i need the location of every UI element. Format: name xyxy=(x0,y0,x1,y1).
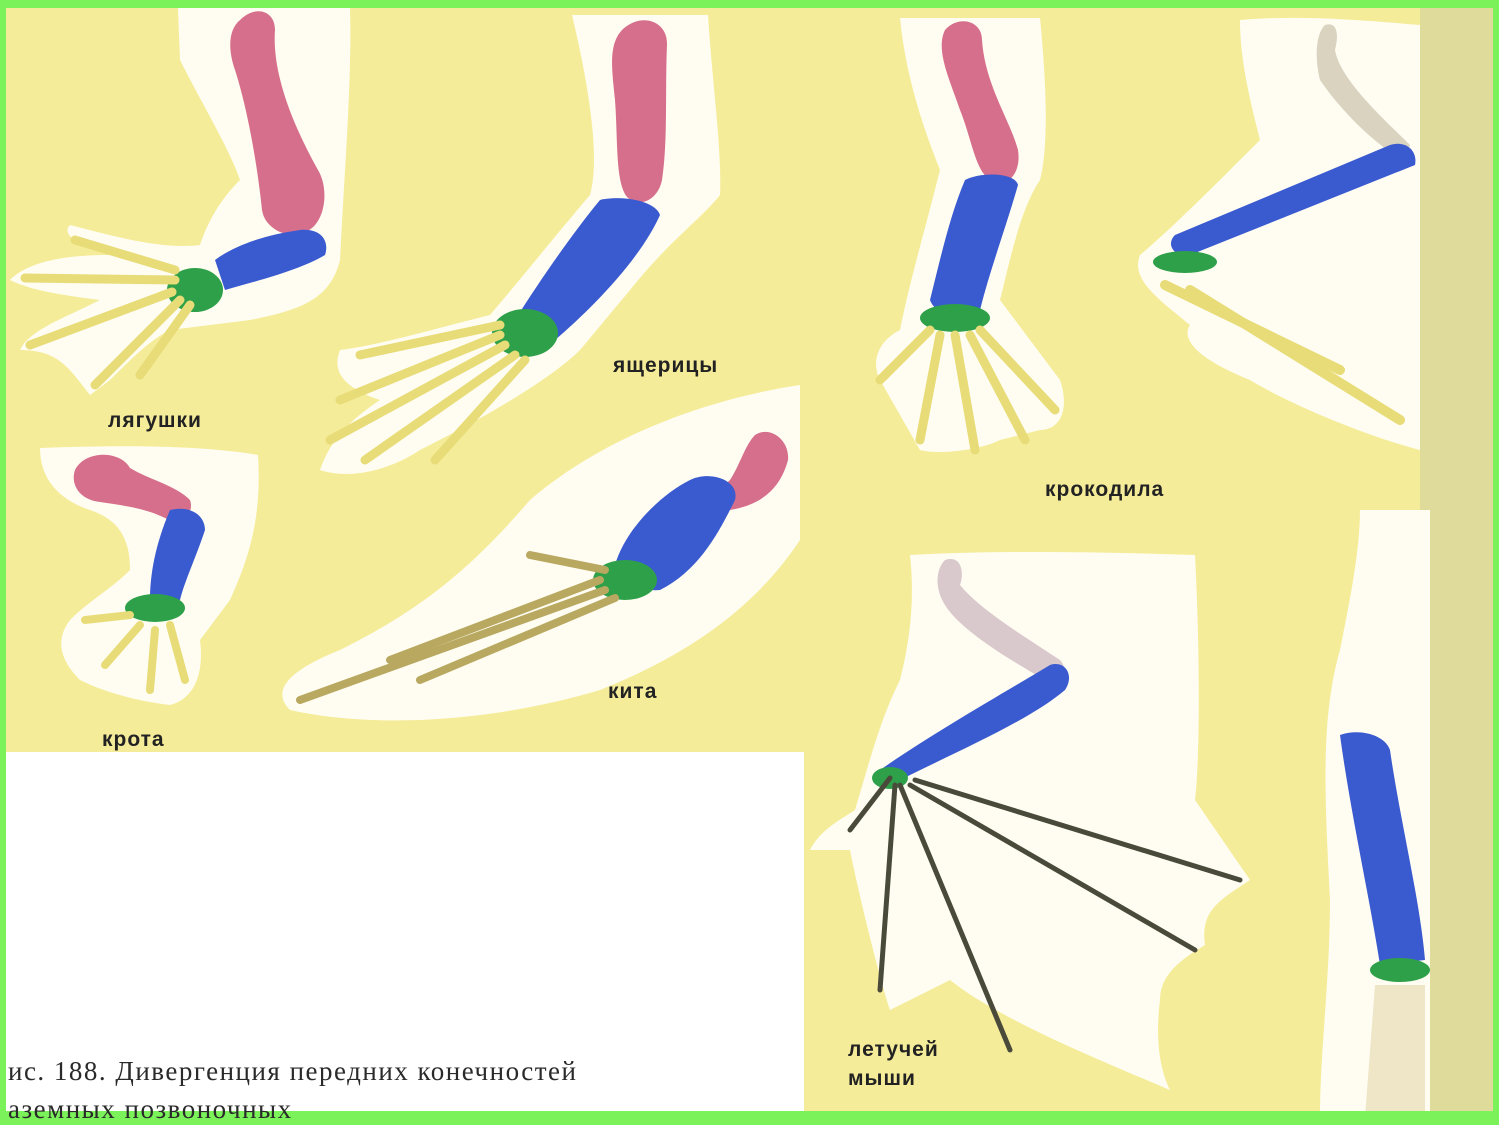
label-lizard: ящерицы xyxy=(613,354,718,378)
label-mole: крота xyxy=(102,728,165,752)
label-bat-line1: летучей xyxy=(848,1038,939,1062)
partial-limb-bottom-wrist xyxy=(1370,958,1430,982)
partial-limb-bottom-hand xyxy=(1365,985,1425,1117)
figure-caption-line1: ис. 188. Дивергенция передних конечносте… xyxy=(8,1056,577,1087)
label-crocodile: крокодила xyxy=(1045,478,1164,502)
figure-caption-line2: аземных позвоночных xyxy=(8,1094,293,1125)
label-whale: кита xyxy=(608,680,657,704)
lizard-humerus xyxy=(612,20,667,202)
blurred-edge-strip xyxy=(1420,8,1493,1117)
label-frog: лягушки xyxy=(108,409,202,433)
label-bat-line2: мыши xyxy=(848,1067,916,1091)
mole-wrist xyxy=(125,594,185,622)
partial-limb-top-wrist xyxy=(1153,251,1217,273)
